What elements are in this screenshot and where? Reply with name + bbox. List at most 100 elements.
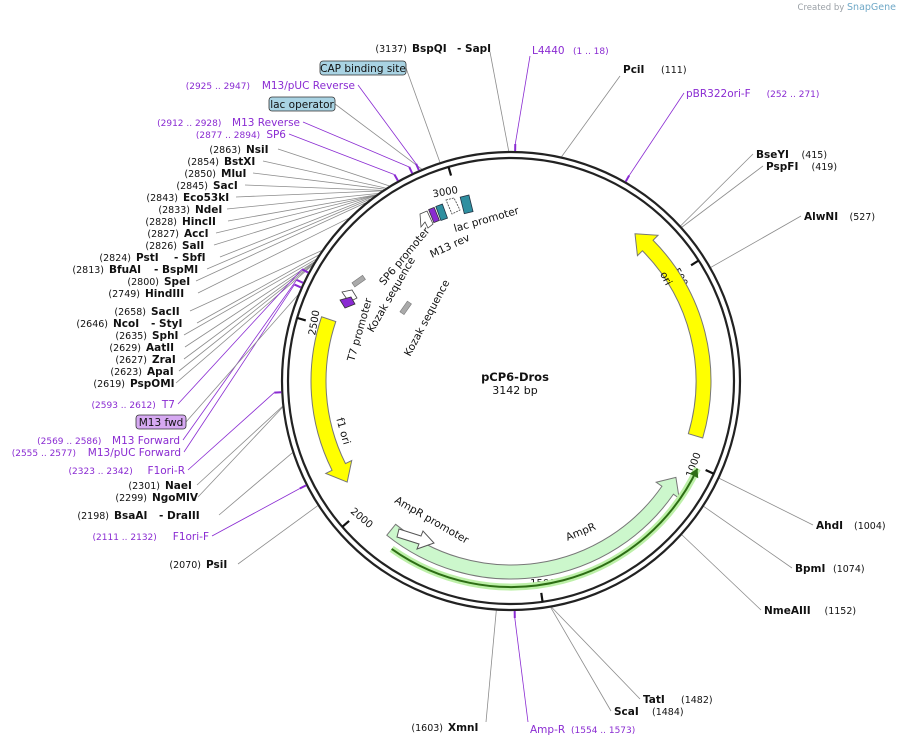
ampr-promoter-arrow — [396, 528, 435, 550]
enzyme-position: (111) — [661, 65, 687, 76]
credit-prefix: Created by — [797, 3, 845, 13]
boxed-label-bg — [268, 96, 336, 112]
enzyme-name-ncoi: NcoI — [113, 318, 139, 330]
ori-label: ori — [657, 270, 674, 288]
enzyme-name-saci: SacI — [213, 180, 238, 192]
enzyme-leader — [197, 218, 349, 294]
enzyme-name-acci: AccI — [184, 228, 208, 240]
enzyme-position: (2828) — [145, 217, 177, 228]
tick-mark — [341, 520, 350, 528]
enzyme-leader — [183, 259, 316, 336]
enzyme-leader — [195, 202, 366, 282]
enzyme-leader — [178, 263, 314, 372]
enzyme-position: (2627) — [115, 355, 147, 366]
cap-site-box — [435, 203, 449, 222]
enzyme-name-tati: TatI — [643, 694, 665, 706]
primer-leader — [187, 392, 275, 471]
enzyme-position: (2623) — [110, 367, 142, 378]
primer-range: (2569 .. 2586) — [37, 437, 101, 447]
enzyme-name-pspfi: PspFI — [766, 161, 798, 173]
boxed-label: lac operator — [270, 99, 334, 111]
enzyme-position: (2658) — [114, 307, 146, 318]
enzyme-position: (2070) — [169, 560, 201, 571]
enzyme-name-hindiii: HindIII — [145, 288, 184, 300]
primer-range: (1554 .. 1573) — [571, 726, 635, 736]
enzyme-name-ahdi: AhdI — [816, 520, 843, 532]
enzyme-name-naei: NaeI — [165, 480, 192, 492]
enzyme-leader — [197, 407, 283, 498]
boxed-label-leader — [185, 290, 302, 423]
sp6-promoter-arrow — [419, 210, 434, 229]
enzyme-position: (419) — [812, 162, 838, 173]
enzyme-name-sacii: SacII — [151, 306, 180, 318]
enzyme-name-bpmi: BpmI — [795, 563, 825, 575]
enzyme-name-mlui: MluI — [221, 168, 246, 180]
enzyme-leader — [219, 195, 375, 258]
boxed-label-leader — [405, 67, 441, 165]
enzyme-leader — [262, 160, 386, 189]
enzyme-position: (2299) — [115, 493, 147, 504]
enzyme-name-psii: PsiI — [206, 559, 227, 571]
primer-name: Amp-R — [530, 724, 565, 736]
primer-leader — [628, 92, 685, 176]
enzyme-position: (2854) — [187, 157, 219, 168]
enzyme-isoschizomer: - DraIII — [159, 510, 200, 522]
enzyme-leader — [561, 75, 621, 157]
enzyme-name-eco53ki: Eco53kI — [183, 192, 229, 204]
enzyme-position: (2833) — [158, 205, 190, 216]
enzyme-position: (2619) — [93, 379, 125, 390]
enzyme-name-bsaai: BsaAI — [114, 510, 147, 522]
tick-label: 3000 — [432, 185, 459, 200]
enzyme-position: (2845) — [176, 181, 208, 192]
enzyme-position: (415) — [802, 150, 828, 161]
primer-binding-marks — [274, 144, 631, 618]
tick-label: 2000 — [348, 506, 375, 531]
enzyme-position: (1074) — [833, 564, 865, 575]
tick-mark — [296, 316, 307, 322]
primer-range: (2877 .. 2894) — [196, 131, 260, 141]
primer-leader — [288, 133, 395, 175]
enzyme-name-nmeaiii: NmeAIII — [764, 605, 811, 617]
enzyme-leader — [226, 193, 378, 210]
primer-leader — [514, 617, 529, 723]
boxed-label: M13 fwd — [139, 417, 184, 429]
plasmid-name: pCP6-Dros — [481, 370, 549, 384]
snapgene-brand: SnapGene — [847, 2, 896, 13]
boxed-label-leader — [334, 103, 424, 171]
enzyme-leader — [235, 190, 382, 198]
enzyme-leader — [703, 506, 793, 569]
enzyme-leader — [489, 51, 510, 152]
m13-rev-label: M13 rev — [428, 232, 472, 261]
primer-site-mark — [415, 163, 420, 171]
primer-name: M13/pUC Forward — [88, 447, 181, 459]
snapgene-credit: Created by SnapGene — [798, 2, 896, 13]
enzyme-leader — [551, 607, 641, 700]
enzyme-position: (2827) — [147, 229, 179, 240]
primer-name: T7 — [161, 399, 175, 411]
enzyme-name-hincii: HincII — [182, 216, 216, 228]
primer-name: pBR322ori-F — [686, 88, 751, 100]
enzyme-name-bfuai: BfuAI — [109, 264, 141, 276]
enzyme-isoschizomer: - SapI — [457, 43, 491, 55]
enzyme-leader — [244, 184, 383, 191]
primer-leader — [182, 279, 297, 441]
enzyme-name-apai: ApaI — [147, 366, 174, 378]
primer-range: (2555 .. 2577) — [12, 449, 76, 459]
primer-name: L4440 — [532, 45, 565, 57]
enzyme-name-scai: ScaI — [614, 706, 639, 718]
enzyme-name-bspqi: BspQI — [412, 43, 447, 55]
ampr-feature-arc — [386, 476, 680, 580]
enzyme-position: (2198) — [77, 511, 109, 522]
enzyme-name-sali: SalI — [182, 240, 204, 252]
primer-leader — [211, 488, 300, 537]
primer-range: (2323 .. 2342) — [69, 467, 133, 477]
primer-site-mark — [294, 283, 302, 289]
enzyme-isoschizomer: - StyI — [151, 318, 182, 330]
tick-mark — [690, 259, 700, 267]
ampr-orf-line — [391, 468, 699, 588]
primer-range: (2912 .. 2928) — [157, 119, 221, 129]
enzyme-name-spei: SpeI — [164, 276, 190, 288]
primer-site-mark — [296, 278, 304, 284]
primer-name: SP6 — [266, 129, 286, 141]
t7-promoter-arrow — [339, 296, 356, 309]
